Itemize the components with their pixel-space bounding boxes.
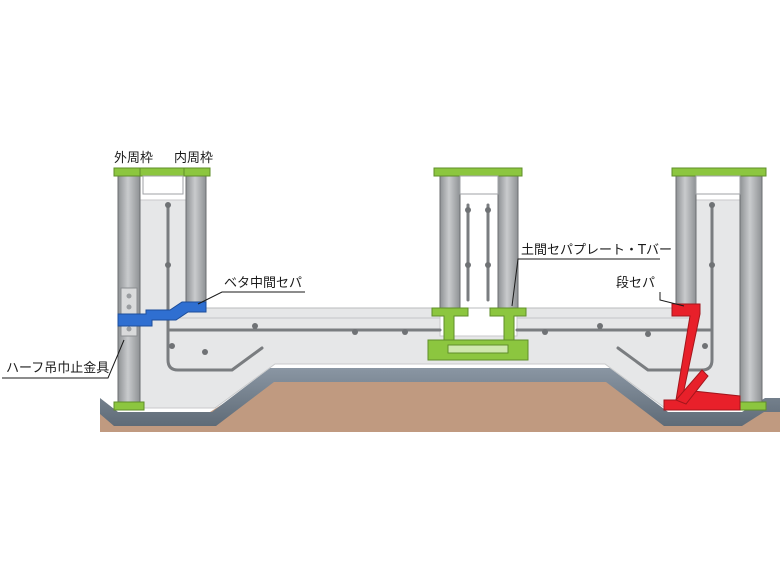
rebar-left-vertical	[166, 203, 264, 372]
label-half-hanger: ハーフ吊巾止金具	[6, 360, 109, 376]
inner-frame-left	[139, 167, 211, 307]
label-outer-frame: 外周枠	[114, 151, 153, 166]
label-beta-separator: ベタ中間セパ	[224, 276, 302, 291]
outer-frame-left	[113, 167, 145, 411]
right-frame	[671, 167, 767, 411]
leader-half-hanger	[2, 339, 125, 379]
label-step-separator: 段セパ	[616, 276, 655, 291]
label-earth-separator: 土間セパプレート・Tバー	[521, 243, 672, 258]
ground-line	[100, 368, 780, 426]
leader-beta-separator	[197, 291, 305, 305]
step-separator	[663, 303, 741, 411]
beta-separator-bracket	[117, 301, 207, 327]
step-separator-brace	[675, 369, 709, 405]
leader-earth-separator	[511, 258, 660, 307]
leader-step-separator	[659, 292, 685, 307]
center-frame	[427, 167, 529, 361]
label-inner-frame: 内周枠	[174, 150, 213, 166]
rebar-dots	[165, 202, 715, 355]
